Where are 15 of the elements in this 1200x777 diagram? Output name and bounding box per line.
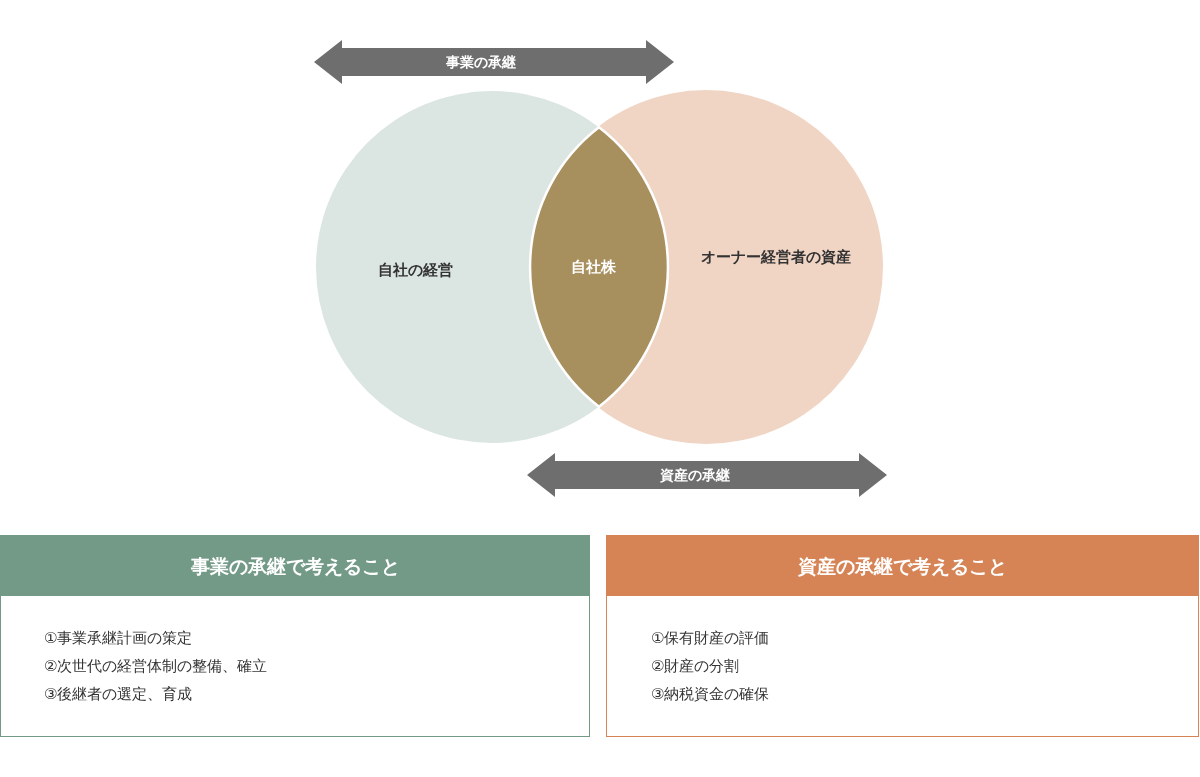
list-item: ②財産の分割 <box>651 656 740 677</box>
list-item: ③納税資金の確保 <box>651 684 770 705</box>
list-item: ②次世代の経営体制の整備、確立 <box>44 656 268 677</box>
list-item: ①保有財産の評価 <box>651 628 770 649</box>
panel-header: 事業の承継で考えること <box>1 536 589 596</box>
arrow-label: 事業の承継 <box>446 53 516 72</box>
circle-label: オーナー経営者の資産 <box>701 247 851 268</box>
list-item: ③後継者の選定、育成 <box>44 684 193 705</box>
circle-label: 自社の経営 <box>378 260 453 281</box>
panel-header: 資産の承継で考えること <box>607 536 1198 596</box>
info-panel <box>0 535 590 737</box>
list-item: ①事業承継計画の策定 <box>44 628 193 649</box>
arrow-label: 資産の承継 <box>660 466 730 485</box>
overlap-label: 自社株 <box>571 257 616 278</box>
info-panel <box>606 535 1199 737</box>
